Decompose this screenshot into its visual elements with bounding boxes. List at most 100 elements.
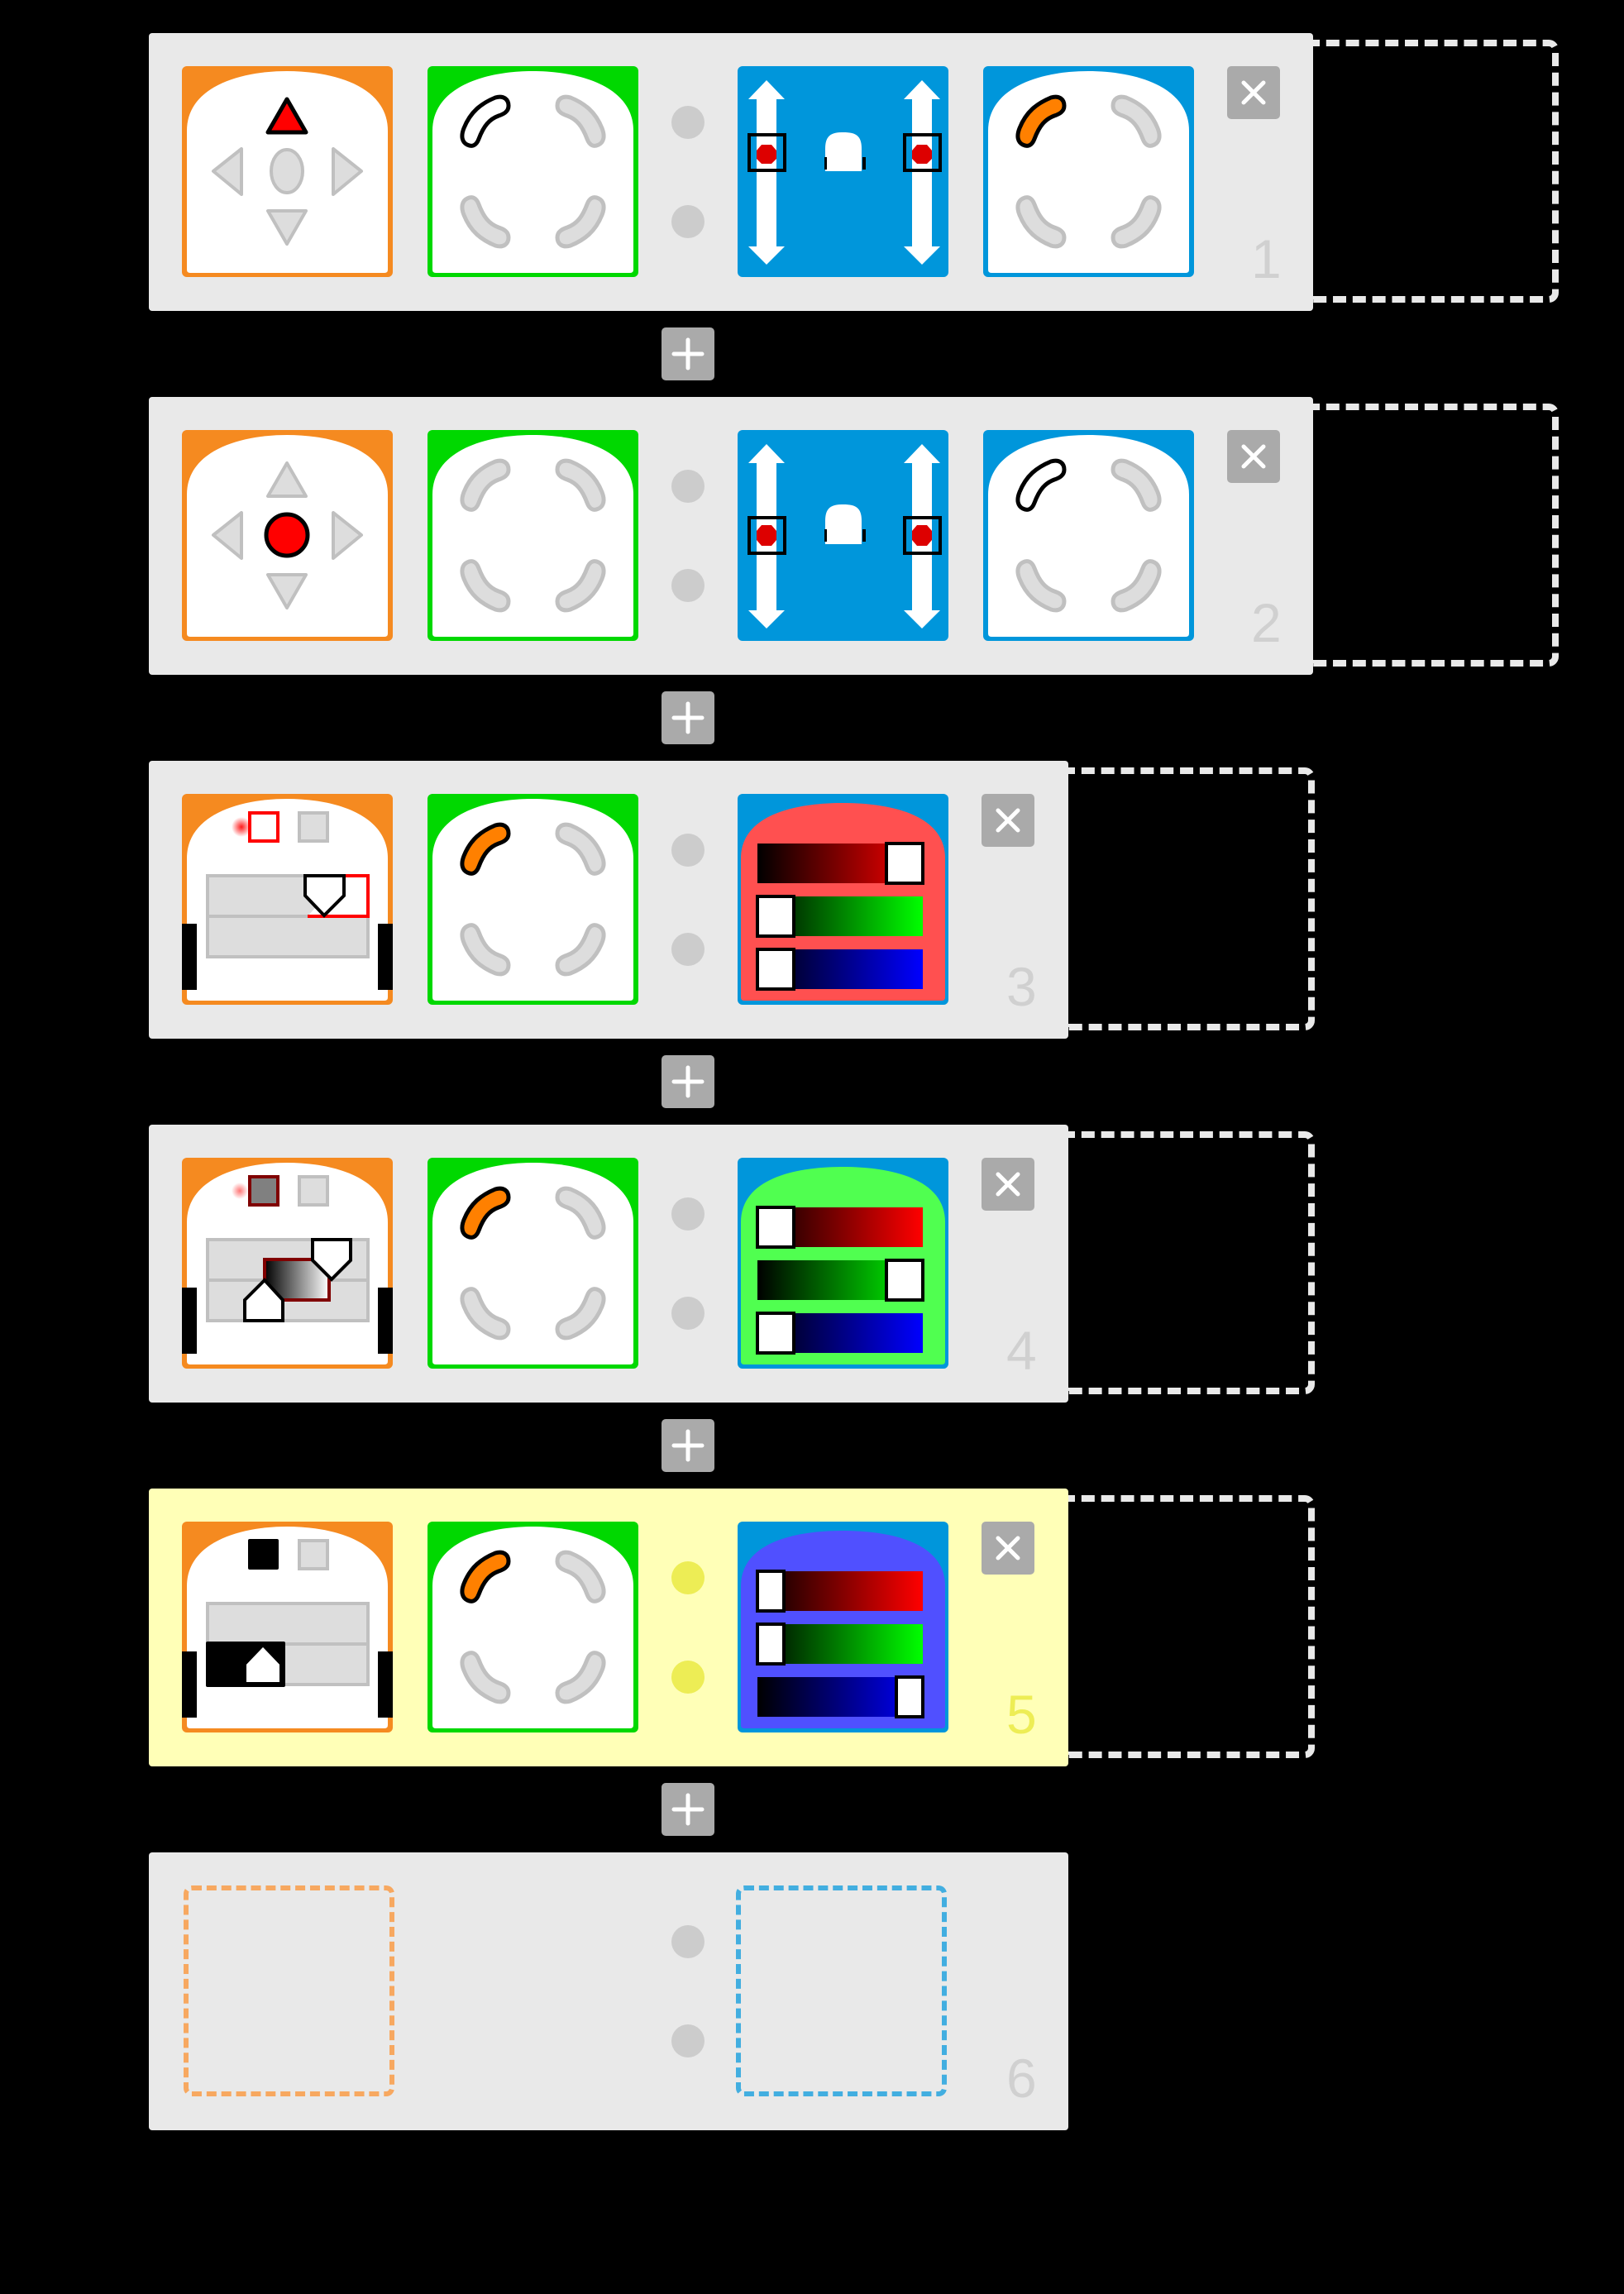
- rule-5-drop-zone[interactable]: [1062, 1495, 1315, 1758]
- threshold-slider[interactable]: [206, 874, 370, 958]
- remove-rule-button[interactable]: [982, 794, 1034, 847]
- plus-icon: [671, 337, 705, 370]
- add-rule-button[interactable]: [662, 1419, 714, 1472]
- green-slider[interactable]: [756, 1623, 923, 1666]
- red-slider[interactable]: [756, 1570, 923, 1613]
- dpad-up-icon[interactable]: [265, 97, 308, 135]
- event-card-ground-sensors[interactable]: [182, 794, 393, 1005]
- mode-card[interactable]: [427, 66, 638, 277]
- remove-rule-button[interactable]: [1227, 66, 1280, 119]
- left-motor-slider[interactable]: [748, 80, 786, 265]
- threshold-slider[interactable]: [206, 1602, 370, 1687]
- rule-3-drop-zone[interactable]: [1062, 767, 1315, 1030]
- right-ground-sensor-toggle[interactable]: [298, 811, 329, 843]
- indicator-dot-bottom: [671, 933, 705, 966]
- rule-row-2: 2: [149, 397, 1313, 675]
- robot-icon: [824, 132, 866, 171]
- rule-row-5: 5: [149, 1489, 1068, 1766]
- add-rule-button[interactable]: [662, 691, 714, 744]
- rule-row-1: 1: [149, 33, 1313, 311]
- remove-rule-button[interactable]: [982, 1158, 1034, 1211]
- dpad-right-icon[interactable]: [332, 147, 363, 196]
- indicator-dot-bottom: [671, 2024, 705, 2057]
- rule-number: 5: [1006, 1684, 1037, 1745]
- mode-card[interactable]: [427, 1158, 638, 1369]
- green-slider[interactable]: [757, 1259, 924, 1302]
- rule-number: 6: [1006, 2048, 1037, 2109]
- action-card-state[interactable]: [983, 430, 1194, 641]
- rule-row-3: 3: [149, 761, 1068, 1039]
- plus-icon: [671, 1429, 705, 1462]
- right-motor-slider[interactable]: [903, 444, 942, 628]
- action-card-color[interactable]: [738, 1522, 948, 1732]
- robot-icon: [824, 504, 866, 544]
- indicator-dot-bottom: [671, 1661, 705, 1694]
- indicator-dot-top: [671, 106, 705, 139]
- add-rule-button[interactable]: [662, 1783, 714, 1836]
- event-card-ground-sensors[interactable]: [182, 1522, 393, 1732]
- blue-slider[interactable]: [756, 1312, 923, 1355]
- rule-number: 3: [1006, 956, 1037, 1017]
- add-rule-button[interactable]: [662, 1055, 714, 1108]
- green-slider[interactable]: [756, 895, 923, 938]
- indicator-dot-bottom: [671, 205, 705, 238]
- close-icon: [1241, 80, 1266, 105]
- close-icon: [996, 808, 1020, 833]
- close-icon: [996, 1172, 1020, 1197]
- close-icon: [996, 1536, 1020, 1560]
- mode-card[interactable]: [427, 1522, 638, 1732]
- dpad-up-icon[interactable]: [266, 461, 308, 498]
- event-drop-placeholder[interactable]: [184, 1885, 394, 2096]
- event-card-buttons[interactable]: [182, 66, 393, 277]
- rule-number: 4: [1006, 1320, 1037, 1381]
- rule-row-4: 4: [149, 1125, 1068, 1403]
- add-rule-button[interactable]: [662, 327, 714, 380]
- dpad-left-icon[interactable]: [212, 147, 243, 196]
- action-card-color[interactable]: [738, 1158, 948, 1369]
- dpad-right-icon[interactable]: [332, 511, 363, 560]
- indicator-dot-top: [671, 1561, 705, 1594]
- mode-card[interactable]: [427, 794, 638, 1005]
- indicator-dot-bottom: [671, 569, 705, 602]
- remove-rule-button[interactable]: [982, 1522, 1034, 1575]
- action-card-color[interactable]: [738, 794, 948, 1005]
- blue-slider[interactable]: [756, 948, 923, 991]
- right-motor-slider[interactable]: [903, 80, 942, 265]
- action-card-motors[interactable]: [738, 430, 948, 641]
- dpad-center-icon[interactable]: [270, 148, 304, 194]
- right-ground-sensor-toggle[interactable]: [298, 1539, 329, 1570]
- action-card-motors[interactable]: [738, 66, 948, 277]
- left-ground-sensor-toggle[interactable]: [248, 811, 279, 843]
- plus-icon: [671, 701, 705, 734]
- event-card-buttons[interactable]: [182, 430, 393, 641]
- rule-4-drop-zone[interactable]: [1062, 1131, 1315, 1394]
- right-ground-sensor-toggle[interactable]: [298, 1175, 329, 1207]
- red-slider[interactable]: [756, 1206, 923, 1249]
- rule-2-drop-zone[interactable]: [1306, 404, 1559, 667]
- rule-number: 2: [1251, 592, 1282, 653]
- remove-rule-button[interactable]: [1227, 430, 1280, 483]
- event-card-ground-sensors[interactable]: [182, 1158, 393, 1369]
- dpad-left-icon[interactable]: [212, 511, 243, 560]
- left-ground-sensor-toggle[interactable]: [248, 1539, 279, 1570]
- close-icon: [1241, 444, 1266, 469]
- action-drop-placeholder[interactable]: [736, 1885, 947, 2096]
- rule-number: 1: [1251, 228, 1282, 289]
- blue-slider[interactable]: [757, 1675, 924, 1718]
- indicator-dot-top: [671, 834, 705, 867]
- indicator-dot-top: [671, 470, 705, 503]
- indicator-dot-bottom: [671, 1297, 705, 1330]
- mode-card[interactable]: [427, 430, 638, 641]
- plus-icon: [671, 1065, 705, 1098]
- indicator-dot-top: [671, 1197, 705, 1231]
- threshold-slider[interactable]: [206, 1238, 370, 1322]
- action-card-state[interactable]: [983, 66, 1194, 277]
- dpad-down-icon[interactable]: [266, 573, 308, 609]
- dpad-down-icon[interactable]: [266, 209, 308, 246]
- dpad-center-icon[interactable]: [264, 512, 310, 558]
- rule-1-drop-zone[interactable]: [1306, 40, 1559, 303]
- indicator-dot-top: [671, 1925, 705, 1958]
- left-motor-slider[interactable]: [748, 444, 786, 628]
- red-slider[interactable]: [757, 842, 924, 885]
- left-ground-sensor-toggle[interactable]: [248, 1175, 279, 1207]
